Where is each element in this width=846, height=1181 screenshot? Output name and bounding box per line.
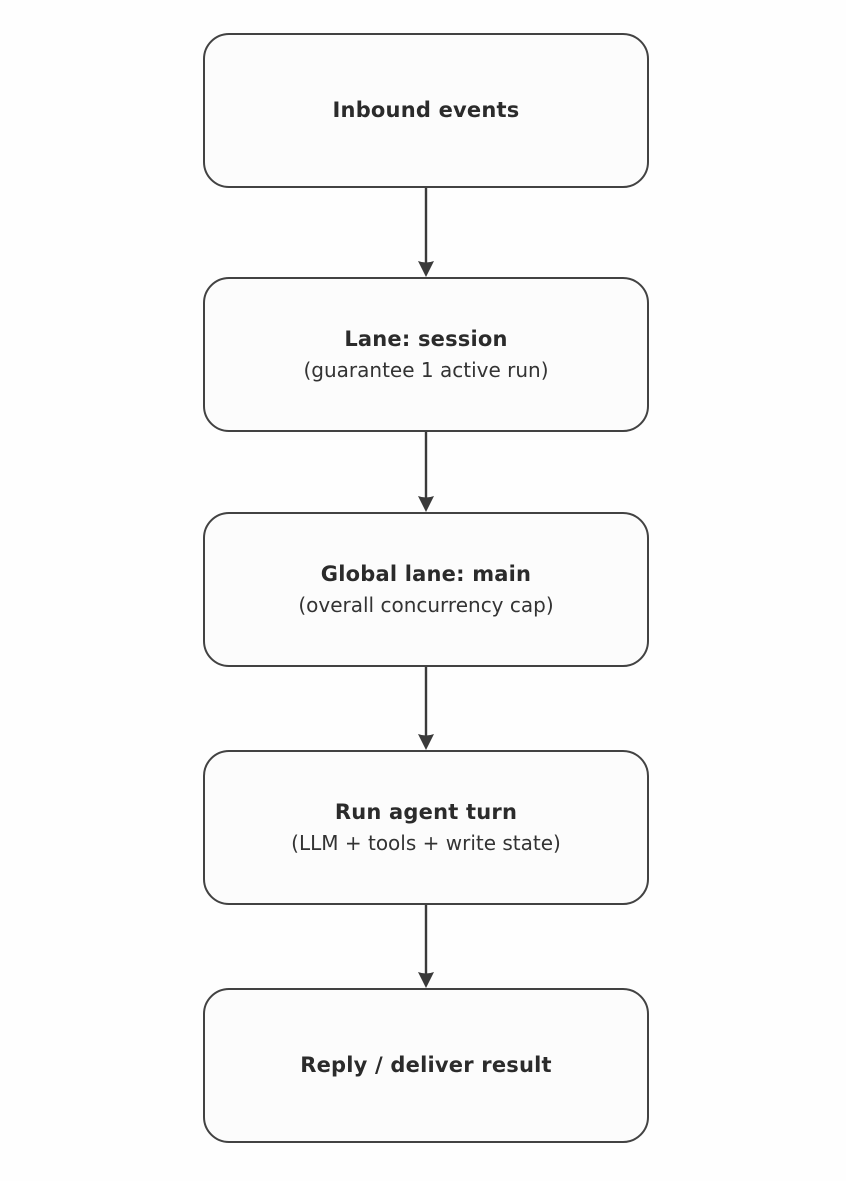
flow-node-run-agent-turn: Run agent turn (LLM + tools + write stat… (203, 750, 649, 905)
flow-node-global-lane-main: Global lane: main (overall concurrency c… (203, 512, 649, 667)
down-arrow-icon (418, 188, 434, 277)
node-title: Global lane: main (320, 561, 532, 586)
node-title: Run agent turn (334, 799, 518, 824)
node-subtitle: (overall concurrency cap) (298, 592, 554, 617)
flow-node-inbound-events: Inbound events (203, 33, 649, 188)
node-title: Reply / deliver result (300, 1053, 552, 1077)
node-subtitle: (LLM + tools + write state) (291, 830, 561, 855)
node-title: Inbound events (332, 98, 520, 122)
flowchart-column: Inbound events Lane: session (guarantee … (203, 33, 649, 1143)
down-arrow-icon (418, 667, 434, 750)
node-subtitle: (guarantee 1 active run) (303, 357, 549, 382)
flow-node-reply-deliver-result: Reply / deliver result (203, 988, 649, 1143)
down-arrow-icon (418, 905, 434, 988)
node-title: Lane: session (344, 326, 508, 351)
down-arrow-icon (418, 432, 434, 512)
flow-node-lane-session: Lane: session (guarantee 1 active run) (203, 277, 649, 432)
